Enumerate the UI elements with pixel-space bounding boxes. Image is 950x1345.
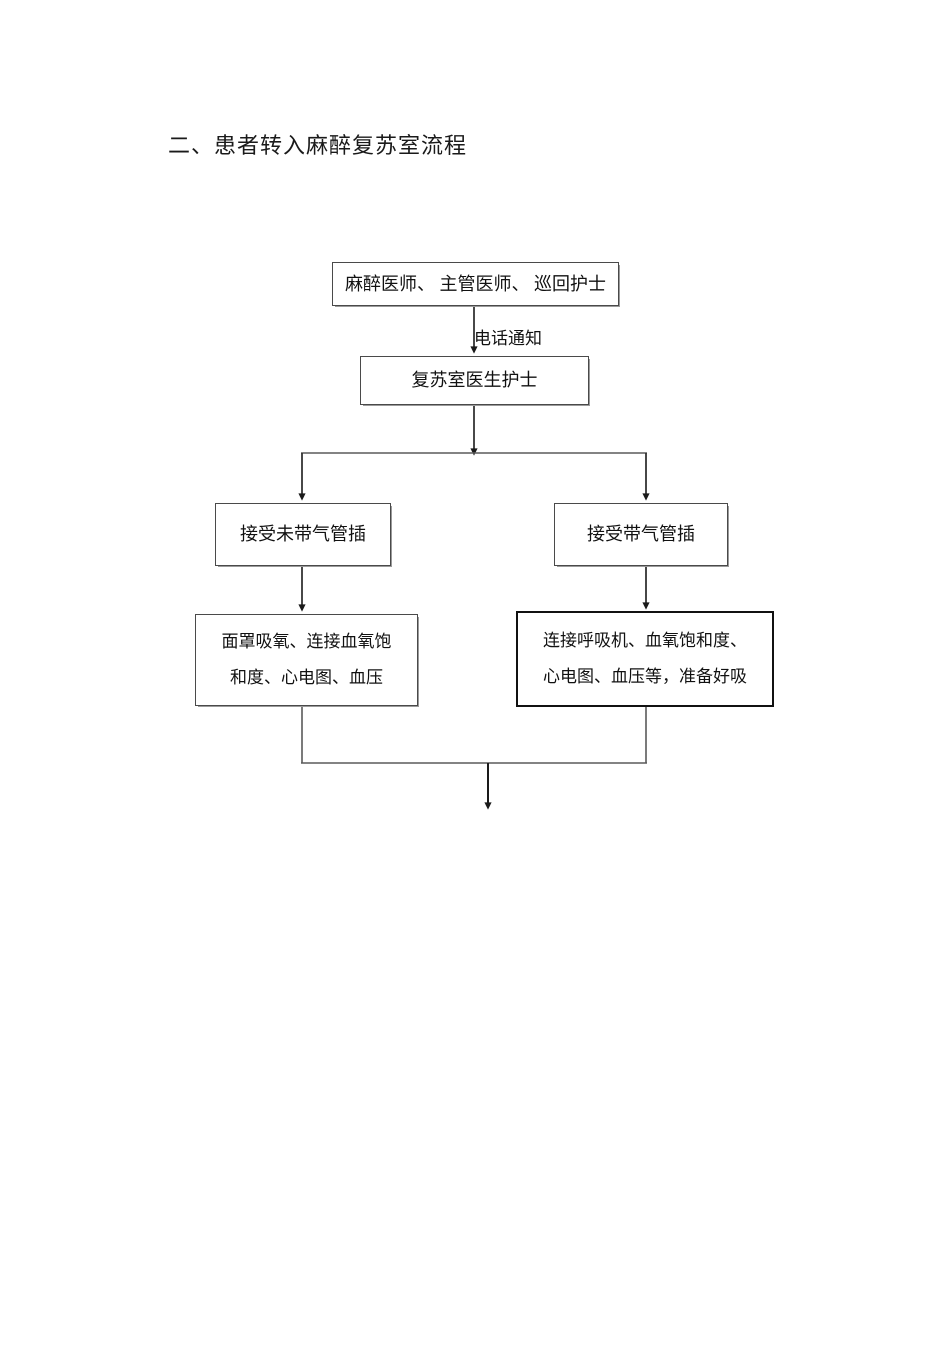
node-line: 复苏室医生护士 (411, 370, 538, 391)
node-ventilator-monitoring[interactable]: 连接呼吸机、血氧饱和度、 心电图、血压等，准备好吸 (516, 611, 774, 707)
node-mask-oxygen-monitoring[interactable]: 面罩吸氧、连接血氧饱 和度、心电图、血压 (195, 614, 418, 706)
node-line: 接受未带气管插 (240, 524, 366, 545)
node-initiating-staff[interactable]: 麻醉医师、 主管医师、 巡回护士 (332, 262, 619, 306)
node-receive-with-intubation[interactable]: 接受带气管插 (554, 503, 728, 566)
node-line: 麻醉医师、 主管医师、 巡回护士 (345, 273, 606, 294)
node-line: 连接呼吸机、血氧饱和度、 (543, 630, 747, 650)
node-line: 面罩吸氧、连接血氧饱 (221, 631, 392, 651)
edge-label-phone-notify: 电话通知 (474, 329, 542, 348)
node-receive-without-intubation[interactable]: 接受未带气管插 (215, 503, 391, 566)
node-line: 接受带气管插 (587, 524, 695, 545)
page-title: 二、患者转入麻醉复苏室流程 (168, 133, 468, 158)
node-pacu-team[interactable]: 复苏室医生护士 (360, 356, 589, 405)
node-line: 心电图、血压等，准备好吸 (543, 666, 747, 686)
node-line: 和度、心电图、血压 (230, 667, 383, 687)
